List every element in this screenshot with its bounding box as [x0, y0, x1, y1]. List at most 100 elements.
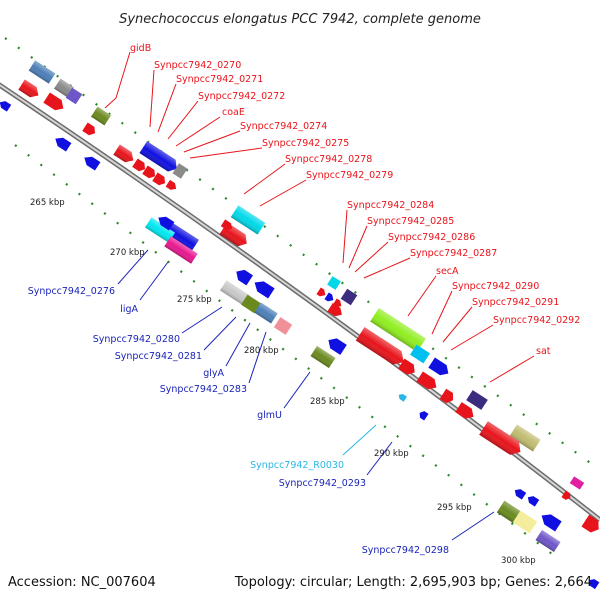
leader-0283 [248, 331, 267, 384]
gene-block [535, 529, 561, 553]
leader-lines-forward [104, 51, 535, 383]
gene-arrow [254, 281, 275, 299]
gene-arrow [588, 579, 600, 590]
gene-block [241, 294, 261, 314]
label-0275: Synpcc7942_0275 [262, 138, 349, 149]
gene-block [509, 424, 541, 452]
gene-arrow [328, 338, 347, 355]
label-0285: Synpcc7942_0285 [367, 216, 454, 227]
label-ligA: ligA [120, 304, 138, 315]
label-0280: Synpcc7942_0280 [93, 334, 180, 345]
leader-0284 [342, 209, 348, 264]
gene-arrow [55, 137, 72, 152]
gene-block [144, 217, 176, 243]
gene-arrow [398, 358, 415, 375]
gene-arrow [139, 141, 177, 172]
tick-275: 275 kbp [177, 295, 212, 305]
leader-0290 [431, 290, 453, 335]
gene-block [230, 205, 266, 235]
gene-block [370, 308, 426, 352]
leader-lines [104, 51, 535, 541]
gene-block [512, 510, 538, 534]
tick-290: 290 kbp [374, 449, 409, 459]
gene-block [340, 288, 358, 306]
leader-0285 [348, 225, 368, 269]
tick-285: 285 kbp [310, 397, 345, 407]
label-0298: Synpcc7942_0298 [362, 545, 449, 556]
leader-0271 [157, 83, 177, 133]
leader-sat [489, 355, 535, 383]
leader-0270 [149, 69, 155, 128]
gene-arrow [455, 402, 474, 419]
leader-0275 [189, 147, 263, 159]
label-0274: Synpcc7942_0274 [240, 121, 327, 132]
leader-0281 [203, 316, 237, 351]
label-gidB: gidB [130, 43, 151, 54]
label-0292: Synpcc7942_0292 [493, 315, 580, 326]
gene-arrow [82, 122, 96, 136]
gene-arrow [527, 496, 540, 507]
gene-arrow [220, 219, 233, 230]
label-0276: Synpcc7942_0276 [28, 286, 115, 297]
gene-arrow [324, 292, 334, 302]
label-0286: Synpcc7942_0286 [388, 232, 475, 243]
gene-block [410, 344, 430, 364]
label-0293: Synpcc7942_0293 [279, 478, 366, 489]
gene-arrow [541, 514, 562, 532]
leader-gidB [104, 51, 131, 109]
leader-0278 [243, 163, 286, 195]
leader-0298 [451, 511, 495, 541]
gene-block [327, 276, 341, 290]
gene-arrow [158, 216, 175, 231]
label-R0030: Synpcc7942_R0030 [250, 460, 344, 471]
gene-arrow [165, 179, 177, 190]
leader-lines-rna [342, 424, 377, 456]
leader-0291 [442, 306, 473, 343]
gene-block [496, 500, 522, 524]
leader-ligA [139, 261, 169, 301]
position-ticks: 265 kbp 270 kbp 275 kbp 280 kbp 285 kbp … [30, 198, 536, 566]
gene-arrow [18, 79, 39, 98]
leader-0279 [259, 179, 307, 207]
label-0290: Synpcc7942_0290 [452, 281, 539, 292]
gene-arrow [439, 388, 454, 404]
gene-arrow [113, 144, 134, 163]
labels-forward: gidB Synpcc7942_0270 Synpcc7942_0271 Syn… [130, 43, 580, 357]
label-0284: Synpcc7942_0284 [347, 200, 434, 211]
tick-295: 295 kbp [437, 503, 472, 513]
dotted-track-inner [14, 144, 561, 561]
gene-block [54, 78, 74, 98]
gene-arrow [428, 357, 449, 376]
gene-arrow [355, 327, 404, 365]
gene-block [273, 317, 293, 335]
accession-text: Accession: NC_007604 [8, 575, 156, 590]
leader-0292 [450, 324, 494, 351]
tick-270: 270 kbp [110, 248, 145, 258]
label-coaE: coaE [222, 107, 245, 118]
leader-0287 [363, 257, 411, 279]
leader-coaE [175, 116, 221, 147]
label-0279: Synpcc7942_0279 [306, 170, 393, 181]
tick-265: 265 kbp [30, 198, 65, 208]
gene-block [219, 280, 251, 306]
gene-arrow [236, 269, 253, 286]
gene-block [65, 87, 83, 105]
leader-0276 [117, 249, 149, 285]
gene-arrow [0, 101, 12, 112]
map-title: Synechococcus elongatus PCC 7942, comple… [119, 12, 481, 27]
gene-block [569, 476, 585, 490]
tick-280: 280 kbp [244, 346, 279, 356]
gene-arrow [132, 158, 146, 172]
leader-glyA [225, 322, 251, 367]
leader-0280 [181, 306, 223, 334]
label-secA: secA [436, 266, 459, 277]
gene-block [172, 163, 188, 179]
gene-arrow [561, 490, 571, 500]
gene-arrow [398, 393, 407, 402]
label-0271: Synpcc7942_0271 [176, 74, 263, 85]
gene-block [466, 390, 488, 410]
label-0270: Synpcc7942_0270 [154, 60, 241, 71]
gene-arrow [142, 165, 156, 179]
